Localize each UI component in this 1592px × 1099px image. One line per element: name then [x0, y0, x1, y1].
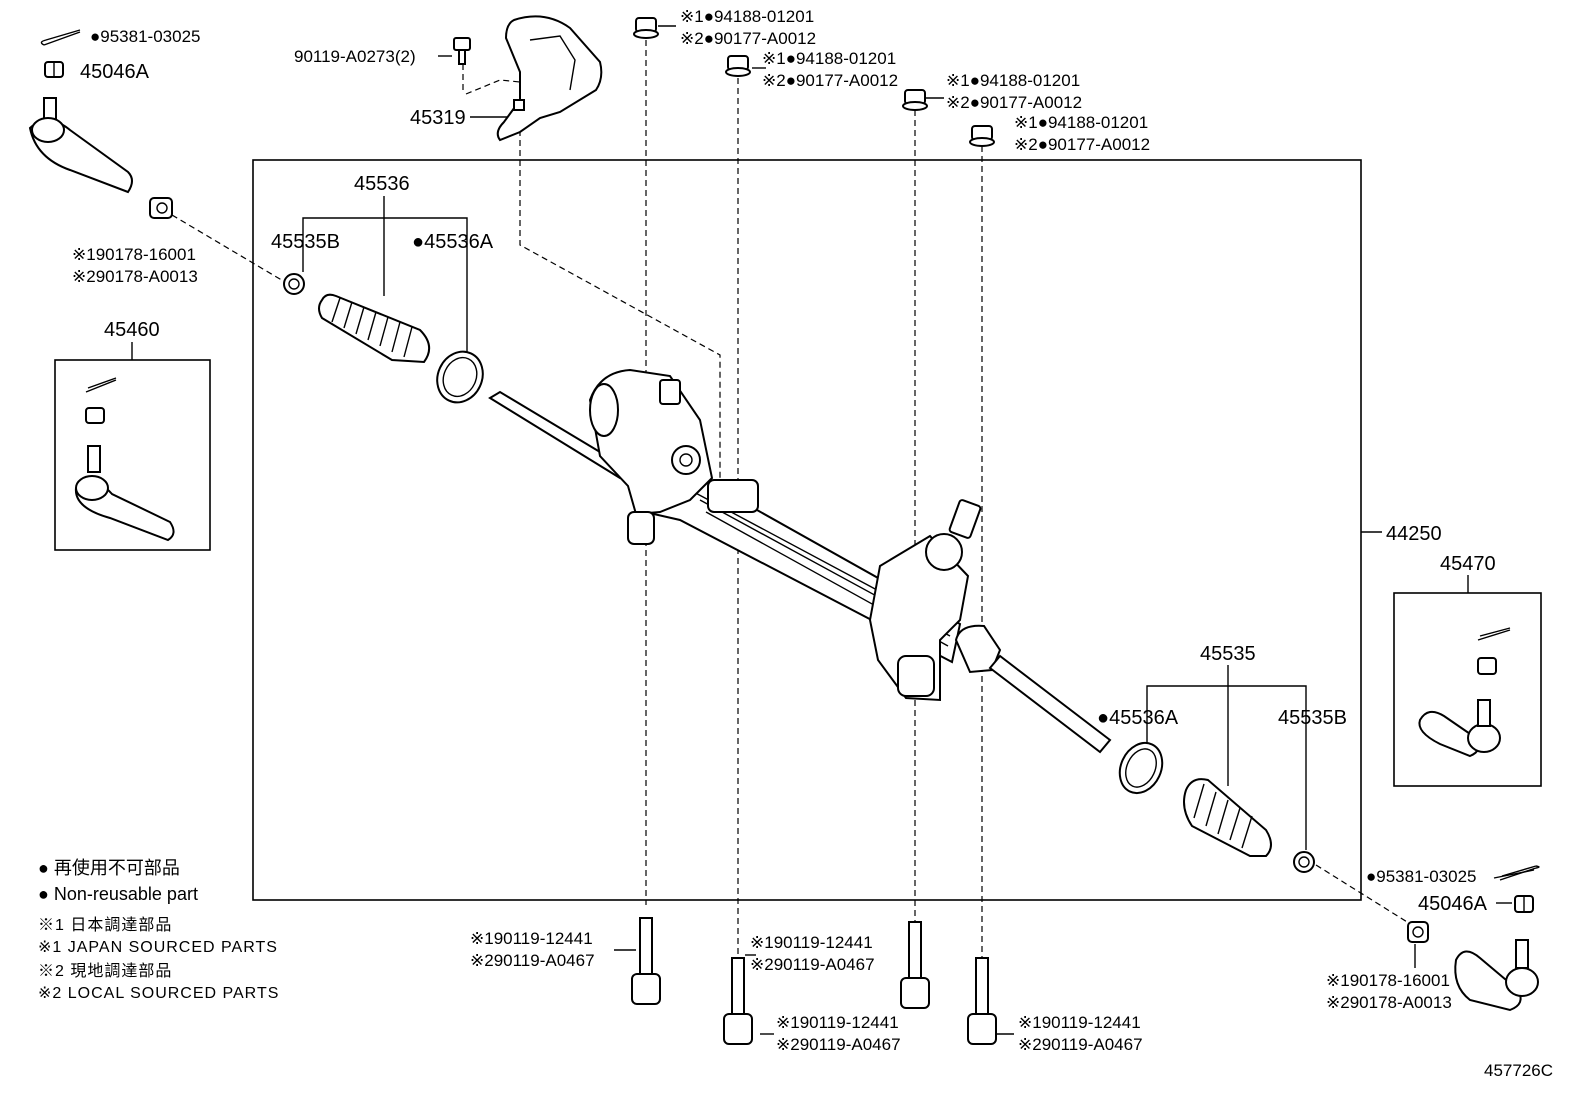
- label-band-left: ●45536A: [412, 231, 494, 253]
- boot-band-icon-left: [436, 350, 484, 404]
- label-lock-nut-left-2: ※290178-A0013: [72, 267, 198, 286]
- label-nut-4-line-2: ※2●90177-A0012: [1014, 135, 1150, 154]
- label-cotter-pin-top-left: ●95381-03025: [90, 27, 200, 46]
- gear-cover-icon: [496, 15, 603, 142]
- label-tie-rod-end-right: 45470: [1440, 553, 1496, 575]
- label-bolt-3-line-2: ※290119-A0467: [776, 1035, 901, 1054]
- label-cotter-pin-bottom-right: ●95381-03025: [1366, 867, 1476, 886]
- mounting-bolt-icon-1: [631, 917, 661, 1005]
- label-bolt-4-line-1: ※190119-12441: [1018, 1013, 1141, 1032]
- tie-rod-end-icon-bottom-right: [1454, 939, 1539, 1012]
- steering-boot-icon-left: [318, 293, 431, 364]
- label-tie-rod-end-left: 45460: [104, 319, 160, 341]
- label-lock-nut-right-2: ※290178-A0013: [1326, 993, 1452, 1012]
- boot-clip-icon-right: [1293, 851, 1315, 873]
- castle-nut-icon-top-left: [44, 61, 64, 78]
- label-nut-3-line-1: ※1●94188-01201: [946, 71, 1080, 90]
- boot-band-icon-right: [1118, 741, 1164, 795]
- tie-rod-end-icon-top-left: [28, 97, 133, 194]
- illustration-code: 457726C: [1484, 1061, 1553, 1080]
- label-bolt-4-line-2: ※290119-A0467: [1018, 1035, 1143, 1054]
- label-cover-bolt: 90119-A0273(2): [294, 47, 416, 66]
- flange-nut-icon-3: [902, 89, 928, 111]
- legend: ● 再使用不可部品 ● Non-reusable part ※1 日本調達部品 …: [38, 858, 279, 1002]
- legend-line-4: ※1 JAPAN SOURCED PARTS: [38, 939, 278, 956]
- label-boot-kit-left: 45536: [354, 173, 410, 195]
- label-nut-2-line-1: ※1●94188-01201: [762, 49, 896, 68]
- label-bolt-2-line-2: ※290119-A0467: [750, 955, 875, 974]
- kit-contents-icons-right: [1418, 627, 1511, 758]
- label-lock-nut-left-1: ※190178-16001: [72, 245, 196, 264]
- mounting-bolt-icon-4: [967, 957, 997, 1045]
- cover-bolt-icon: [453, 37, 471, 65]
- tie-rod-end-kit-frame-right: [1393, 592, 1542, 787]
- label-band-right: ●45536A: [1097, 707, 1179, 729]
- leader-lines: [131, 25, 1535, 1035]
- gear-assembly-frame: [252, 159, 1362, 901]
- label-bolt-1-line-2: ※290119-A0467: [470, 951, 595, 970]
- label-bolt-2-line-1: ※190119-12441: [750, 933, 873, 952]
- label-gear-assembly: 44250: [1386, 523, 1442, 545]
- cotter-pin-icon-top-left: [40, 29, 81, 46]
- lock-nut-icon-left: [149, 197, 173, 219]
- label-nut-1-line-2: ※2●90177-A0012: [680, 29, 816, 48]
- legend-line-3: ※1 日本調達部品: [38, 916, 172, 934]
- castle-nut-icon-bottom-right: [1514, 895, 1534, 913]
- flange-nut-icon-2: [725, 55, 751, 77]
- label-bolt-3-line-1: ※190119-12441: [776, 1013, 899, 1032]
- flange-nut-icon-1: [633, 17, 659, 39]
- label-clip-left: 45535B: [271, 231, 340, 253]
- label-nut-2-line-2: ※2●90177-A0012: [762, 71, 898, 90]
- label-nut-1-line-1: ※1●94188-01201: [680, 7, 814, 26]
- kit-contents-icons-left: [74, 377, 175, 542]
- label-boot-kit-right: 45535: [1200, 643, 1256, 665]
- label-nut-3-line-2: ※2●90177-A0012: [946, 93, 1082, 112]
- mounting-bolt-icon-2: [723, 957, 753, 1045]
- legend-line-1: ● 再使用不可部品: [38, 858, 180, 878]
- mounting-bolt-icon-3: [900, 921, 930, 1009]
- label-nut-4-line-1: ※1●94188-01201: [1014, 113, 1148, 132]
- label-nut-bottom-right: 45046A: [1418, 893, 1488, 915]
- flange-nut-icon-4: [969, 125, 995, 147]
- label-gear-cover: 45319: [410, 107, 466, 129]
- label-lock-nut-right-1: ※190178-16001: [1326, 971, 1450, 990]
- legend-line-6: ※2 LOCAL SOURCED PARTS: [38, 985, 279, 1002]
- boot-clip-icon-left: [283, 273, 305, 295]
- label-nut-top-left: 45046A: [80, 61, 150, 83]
- legend-line-2: ● Non-reusable part: [38, 884, 198, 904]
- label-bolt-1-line-1: ※190119-12441: [470, 929, 593, 948]
- legend-line-5: ※2 現地調達部品: [38, 962, 172, 980]
- steering-gear-rack-icon: [488, 368, 1112, 754]
- lock-nut-icon-right: [1407, 921, 1429, 943]
- steering-boot-icon-right: [1183, 778, 1272, 857]
- part-number-labels: ●95381-03025 45046A 90119-A0273(2) 45319…: [72, 7, 1553, 1080]
- cotter-pin-icon-bottom-right: [1499, 865, 1540, 881]
- label-clip-right: 45535B: [1278, 707, 1347, 729]
